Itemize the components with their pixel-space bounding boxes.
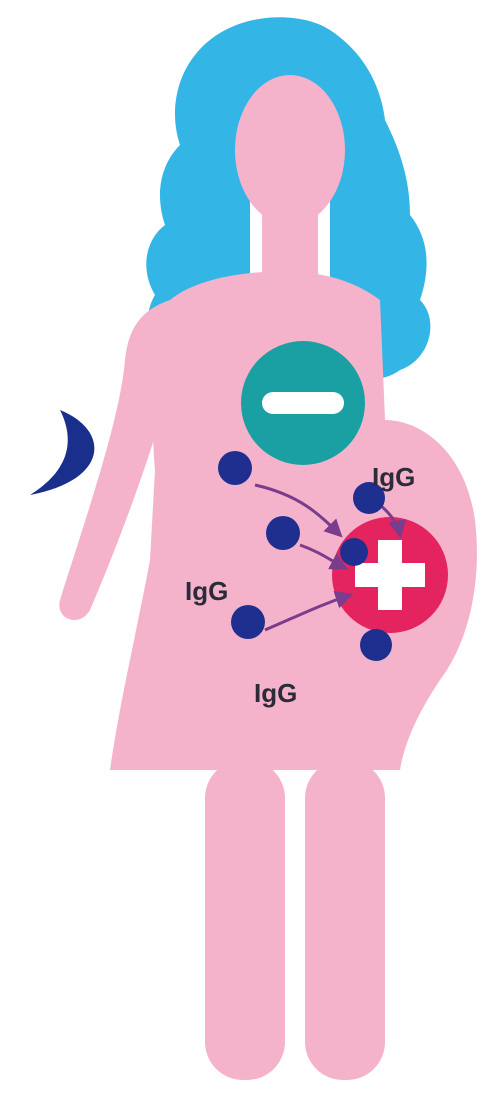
igg-label-top: IgG [372, 462, 415, 492]
igg-label-left: IgG [185, 576, 228, 606]
minus-icon [262, 392, 344, 414]
antibody-dot [360, 629, 392, 661]
mother-rh-negative-badge [241, 341, 365, 465]
antibody-dot [266, 516, 300, 550]
left-crescent-shape [30, 410, 94, 495]
fetus-rh-positive-badge [332, 517, 448, 633]
antibody-dot [231, 605, 265, 639]
antibody-dot [218, 451, 252, 485]
igg-label-bottom: IgG [254, 678, 297, 708]
antibody-dot [340, 538, 368, 566]
